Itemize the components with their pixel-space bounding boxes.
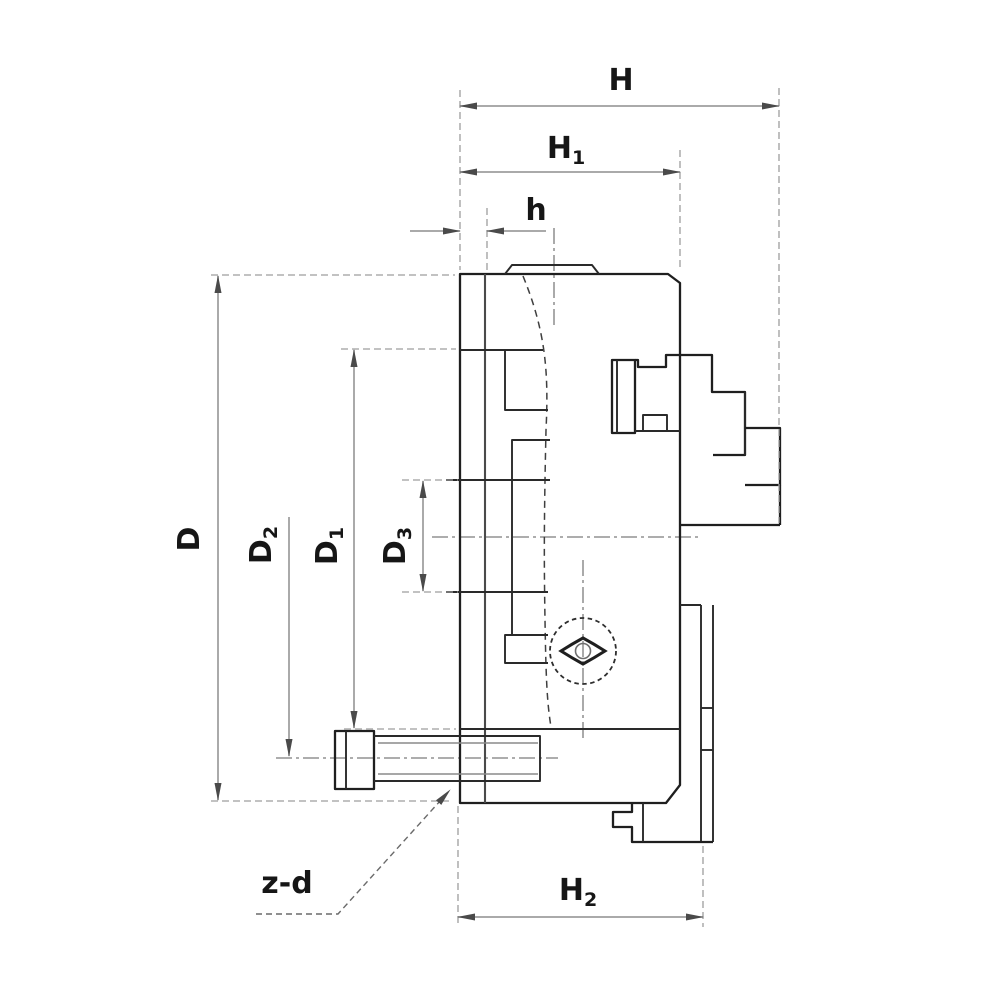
bolt-head (333, 729, 376, 791)
bottom-jaw-profile (611, 803, 713, 844)
pinion-socket (549, 617, 617, 685)
chuck-body (458, 264, 682, 805)
leader-line (256, 789, 451, 915)
dimension-D1: D1 (310, 348, 456, 730)
centerlines (276, 228, 700, 759)
socket-center-hole (574, 642, 592, 660)
square-socket-diamond (558, 636, 608, 666)
dimension-H2: H2 (457, 806, 704, 927)
top-jaw-assembly (610, 353, 782, 527)
rear-hub-guide (680, 604, 714, 842)
dimension-label-D2: D2 (244, 526, 282, 564)
bolt-shaft (374, 735, 541, 782)
bore-step-mid (511, 439, 550, 635)
dimension-D3: D3 (378, 479, 458, 593)
dimension-label-D1: D1 (310, 527, 348, 565)
body-outline (458, 272, 682, 805)
mounting-bolt (333, 729, 541, 791)
jaw-serration-step2 (745, 426, 782, 487)
top-boss (504, 264, 600, 275)
dimension-h: h (410, 193, 547, 272)
jaw-tenon (642, 414, 668, 430)
bore-profile (446, 349, 680, 730)
bore-step-lower (504, 634, 548, 664)
dimension-label-h: h (525, 193, 546, 228)
section-break-curve (522, 275, 552, 728)
dimension-label-H1: H1 (547, 131, 585, 169)
jaw-grip-block (610, 358, 637, 435)
dimension-label-D: D (172, 527, 207, 552)
dimension-D: D (172, 274, 455, 802)
bolt-callout: z-d (256, 789, 451, 915)
dimension-label-D3: D3 (378, 527, 416, 565)
dimension-H1: H1 (459, 131, 681, 271)
dimension-label-H2: H2 (559, 873, 597, 911)
dimension-D2: D2 (244, 517, 293, 757)
bottom-jaw (611, 803, 713, 844)
bore-step-upper (504, 350, 548, 411)
jaw-top-profile (635, 353, 747, 457)
dimension-H: H (459, 63, 780, 523)
pinion-circle (549, 617, 617, 685)
dimension-label-H: H (608, 63, 633, 98)
bolt-callout-label: z-d (261, 866, 312, 901)
